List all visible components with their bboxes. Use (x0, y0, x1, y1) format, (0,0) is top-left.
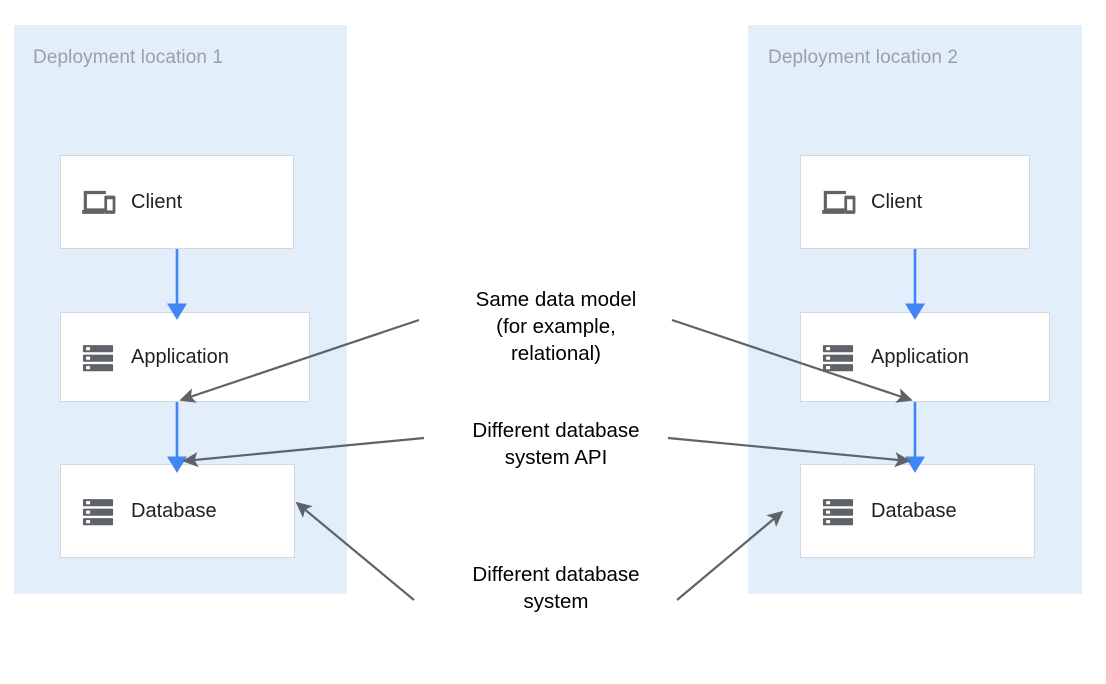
node-client-1[interactable]: Client (60, 155, 294, 249)
node-database-2-label: Database (871, 500, 957, 522)
node-database-1-label: Database (131, 500, 217, 522)
server-stack-icon (79, 492, 117, 530)
node-application-1-label: Application (131, 346, 229, 368)
deployment-zone-2-title: Deployment location 2 (768, 47, 959, 68)
annotation-same-data-model: Same data model (for example, relational… (475, 288, 637, 366)
annotation-different-database-system-api: Different database system API (472, 419, 640, 470)
server-stack-icon (819, 338, 857, 376)
annotation-different-database-system: Different database system (472, 563, 640, 614)
devices-icon (819, 183, 857, 221)
node-application-2[interactable]: Application (800, 312, 1050, 402)
devices-icon (79, 183, 117, 221)
node-database-2[interactable]: Database (800, 464, 1035, 558)
server-stack-icon (819, 492, 857, 530)
node-application-2-label: Application (871, 346, 969, 368)
server-stack-icon (79, 338, 117, 376)
node-database-1[interactable]: Database (60, 464, 295, 558)
node-client-2[interactable]: Client (800, 155, 1030, 249)
node-client-2-label: Client (871, 191, 923, 213)
deployment-zone-1-title: Deployment location 1 (33, 47, 224, 68)
node-application-1[interactable]: Application (60, 312, 310, 402)
node-client-1-label: Client (131, 191, 183, 213)
